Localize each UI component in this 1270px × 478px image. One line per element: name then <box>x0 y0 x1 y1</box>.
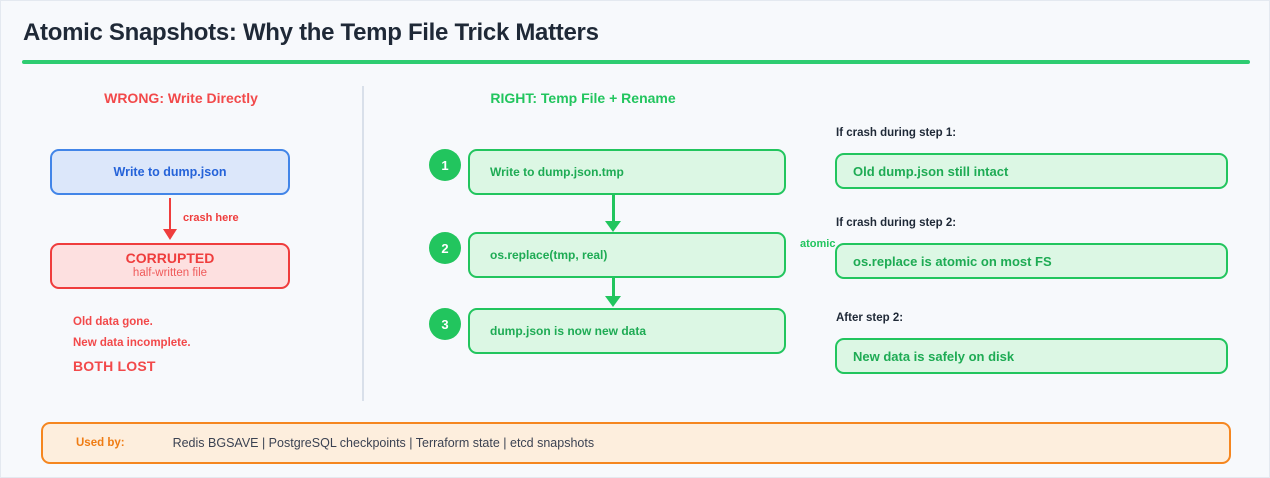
atomic-edge-label: atomic <box>800 238 836 250</box>
annotation-caption: If crash during step 1: <box>836 127 957 139</box>
corrupted-box: CORRUPTED half-written file <box>50 243 290 289</box>
step-number-badge: 3 <box>429 308 461 340</box>
flow-arrow-head-icon <box>605 296 621 307</box>
flow-arrow-line <box>612 195 615 223</box>
title-underline-rule <box>22 60 1250 64</box>
annotation-box-2: os.replace is atomic on most FS <box>835 243 1228 279</box>
annotation-caption: If crash during step 2: <box>836 217 957 229</box>
corrupted-title: CORRUPTED <box>125 250 215 267</box>
write-directly-box: Write to dump.json <box>50 149 290 195</box>
annotation-outcome: New data is safely on disk <box>853 348 1015 364</box>
right-column-heading: RIGHT: Temp File + Rename <box>490 90 676 106</box>
consequence-item: BOTH LOST <box>73 358 156 374</box>
step-box-1: Write to dump.json.tmp <box>468 149 786 195</box>
step-label: dump.json is now new data <box>490 324 647 338</box>
step-label: Write to dump.json.tmp <box>490 165 624 179</box>
consequence-item: Old data gone. <box>73 316 153 328</box>
step-box-3: dump.json is now new data <box>468 308 786 354</box>
annotation-caption: After step 2: <box>836 312 904 324</box>
left-column-heading: WRONG: Write Directly <box>104 90 258 106</box>
crash-arrow-line <box>169 198 171 231</box>
corrupted-subtitle: half-written file <box>132 267 208 280</box>
write-directly-label: Write to dump.json <box>113 165 227 179</box>
consequence-item: New data incomplete. <box>73 337 191 349</box>
annotation-outcome: os.replace is atomic on most FS <box>853 253 1052 269</box>
annotation-outcome: Old dump.json still intact <box>853 163 1009 179</box>
used-by-banner: Used by: Redis BGSAVE | PostgreSQL check… <box>41 422 1231 464</box>
column-divider <box>362 86 364 401</box>
step-box-2: os.replace(tmp, real) <box>468 232 786 278</box>
page-title: Atomic Snapshots: Why the Temp File Tric… <box>23 19 599 46</box>
step-number-badge: 2 <box>429 232 461 264</box>
annotation-box-3: New data is safely on disk <box>835 338 1228 374</box>
annotation-box-1: Old dump.json still intact <box>835 153 1228 189</box>
crash-here-label: crash here <box>183 212 239 224</box>
crash-arrow-head-icon <box>163 229 177 240</box>
flow-arrow-head-icon <box>605 221 621 232</box>
step-number-badge: 1 <box>429 149 461 181</box>
flow-arrow-line <box>612 278 615 299</box>
used-by-label: Used by: <box>76 437 125 449</box>
used-by-items: Redis BGSAVE | PostgreSQL checkpoints | … <box>172 436 595 450</box>
step-label: os.replace(tmp, real) <box>490 248 608 262</box>
